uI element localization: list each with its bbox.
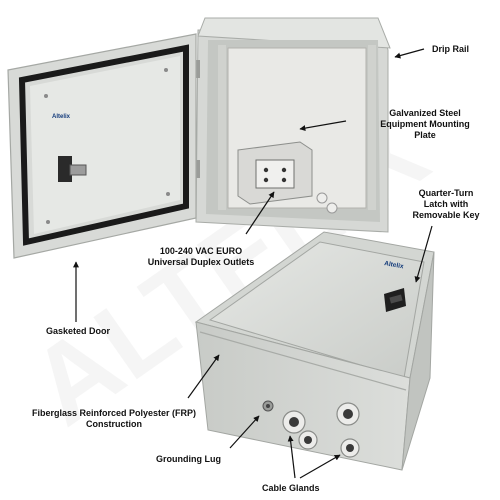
arrow-icon [299,454,341,479]
front-badge: Altelix [384,260,405,270]
label-grounding-lug: Grounding Lug [156,454,221,464]
door-badge: Altelix [52,114,71,120]
outlet-icon [237,141,313,205]
closed-enclosure: Altelix [194,231,435,471]
door-gasket [18,44,189,246]
label-gasketed-door: Gasketed Door [46,326,111,336]
open-enclosure [192,17,391,233]
enclosure-front [208,241,425,379]
cable-gland-icon [282,402,360,458]
door-latch-icon [58,156,87,182]
label-cable-glands: Cable Glands [262,483,320,493]
arrow-icon [245,191,275,235]
label-mounting-plate: Galvanized Steel Equipment Mounting Plat… [380,108,470,140]
arrow-icon [187,354,220,399]
arrow-icon [229,415,260,449]
label-outlets: 100-240 VAC EURO Universal Duplex Outlet… [147,246,255,267]
grounding-lug-icon [262,400,274,412]
arrow-icon [414,225,433,283]
plate-rail-left [218,45,226,210]
inner-gland [326,202,338,214]
callout-arrows [73,48,433,479]
latch-key-icon [384,288,406,312]
arrow-icon [394,48,425,59]
arrow-icon [299,120,347,132]
inner-gland [316,192,328,204]
label-latch: Quarter-Turn Latch with Removable Key [412,188,480,220]
label-frp-construction: Fiberglass Reinforced Polyester (FRP) Co… [31,408,197,429]
label-drip-rail: Drip Rail [432,44,470,54]
plate-rail-right [368,45,376,210]
arrow-icon [287,435,296,479]
gasketed-door: Altelix [7,33,197,259]
